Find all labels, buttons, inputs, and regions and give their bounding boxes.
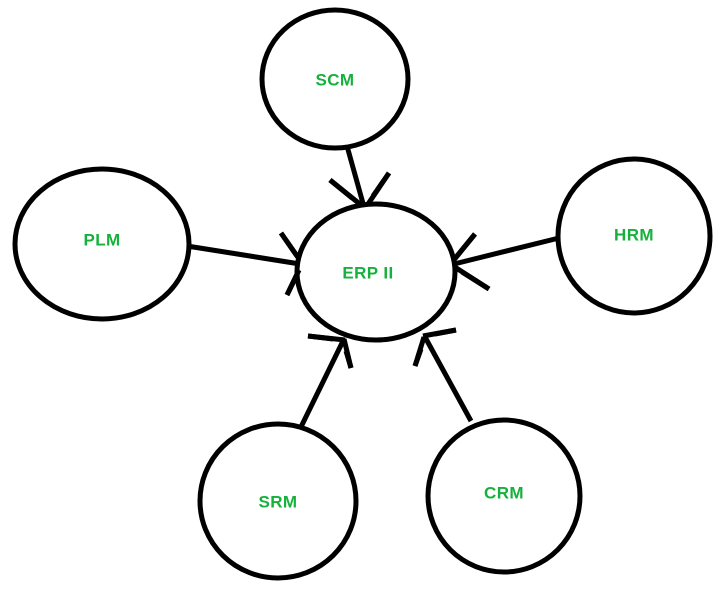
overlay-hrm-barb-upper (455, 232, 477, 258)
node-hrm-shape[interactable] (555, 156, 713, 316)
edge-scm-to-erp2 (328, 145, 392, 212)
edge-crm-to-erp2 (412, 327, 474, 423)
node-crm-label: CRM (484, 483, 524, 502)
node-srm-label: SRM (259, 492, 298, 511)
edge-crm-line (422, 335, 474, 423)
node-crm-shape[interactable] (425, 417, 583, 575)
edge-hrm-line (449, 235, 560, 268)
overlay-crm-barb-right (434, 327, 457, 337)
overlay-crm-barb-left (412, 348, 424, 367)
overlay-plm-barb-lower (284, 268, 302, 297)
node-plm-label: PLM (83, 230, 120, 249)
node-plm[interactable]: PLM (12, 166, 192, 322)
node-hrm-label: HRM (614, 225, 654, 244)
edge-srm-to-erp2 (296, 333, 354, 433)
node-scm-shape[interactable] (259, 7, 411, 151)
node-erp2-label: ERP II (342, 263, 393, 282)
node-srm[interactable]: SRM (197, 421, 359, 581)
edge-srm-line (296, 339, 346, 433)
node-scm[interactable]: SCM (259, 7, 411, 151)
overlay-srm-barb-left (307, 333, 334, 342)
node-plm-shape[interactable] (12, 166, 192, 322)
overlay-plm-barb-upper (278, 231, 300, 258)
arrowhead-overlay (278, 171, 491, 369)
edge-scm-line (344, 145, 367, 208)
overlay-srm-barb-right (343, 350, 354, 369)
node-srm-shape[interactable] (197, 421, 359, 581)
node-erp2-hub[interactable]: ERP II (294, 201, 458, 343)
node-scm-label: SCM (316, 70, 355, 89)
overlay-hrm-barb-lower (460, 269, 491, 292)
node-hrm[interactable]: HRM (555, 156, 713, 316)
node-crm[interactable]: CRM (425, 417, 583, 575)
overlay-scm-barb-right (370, 171, 392, 198)
edge-plm-line (186, 243, 301, 267)
overlay-scm-barb-left (328, 178, 354, 200)
